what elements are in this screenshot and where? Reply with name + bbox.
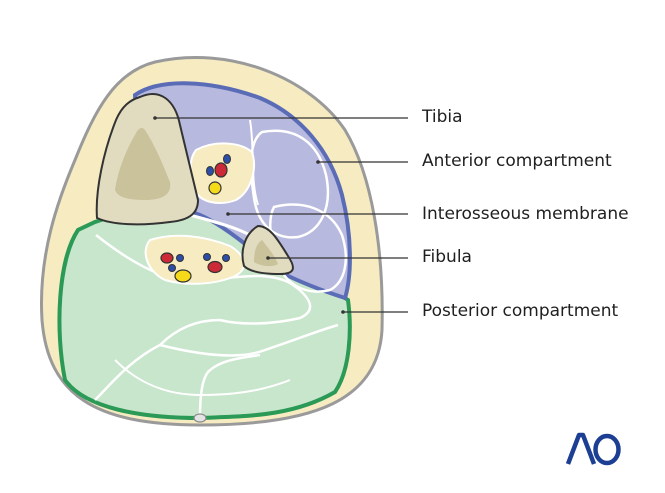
fibula-label: Fibula	[422, 247, 472, 267]
posterior-neurovascular-bundle	[160, 252, 230, 283]
leader-dots	[153, 116, 345, 314]
tibia-label: Tibia	[422, 107, 463, 127]
interosseous-membrane-line	[189, 213, 251, 237]
posterior-muscle-outline-4	[114, 359, 291, 397]
posterior-nerve	[174, 269, 192, 283]
anterior-vein-2	[223, 154, 231, 164]
sural-structure	[193, 413, 207, 423]
interosseous-membrane-label: Interosseous membrane	[422, 204, 629, 224]
peroneal-vein-2	[222, 254, 230, 262]
anterior-artery	[214, 162, 228, 178]
posterior-compartment-label: Posterior compartment	[422, 301, 619, 321]
posterior-vein	[168, 264, 176, 272]
posterior-muscle-outline-3	[198, 353, 261, 419]
peroneal-artery	[207, 260, 223, 274]
posterior-muscle-outline-2	[159, 323, 339, 357]
anterior-compartment-label: Anterior compartment	[422, 151, 612, 171]
anterior-nerve	[208, 181, 222, 195]
ao-logo-a	[566, 432, 597, 465]
posterior-artery	[160, 252, 174, 264]
ao-logo-o	[593, 433, 621, 466]
leader-lines	[155, 117, 408, 313]
anterior-vein	[206, 166, 214, 176]
posterior-vein-2	[176, 254, 184, 262]
fibula-bone	[241, 224, 294, 276]
tibia-bone	[95, 93, 200, 226]
peroneal-vein	[203, 253, 211, 261]
ao-logo	[566, 432, 621, 466]
anterior-neurovascular-bundle	[206, 154, 231, 195]
